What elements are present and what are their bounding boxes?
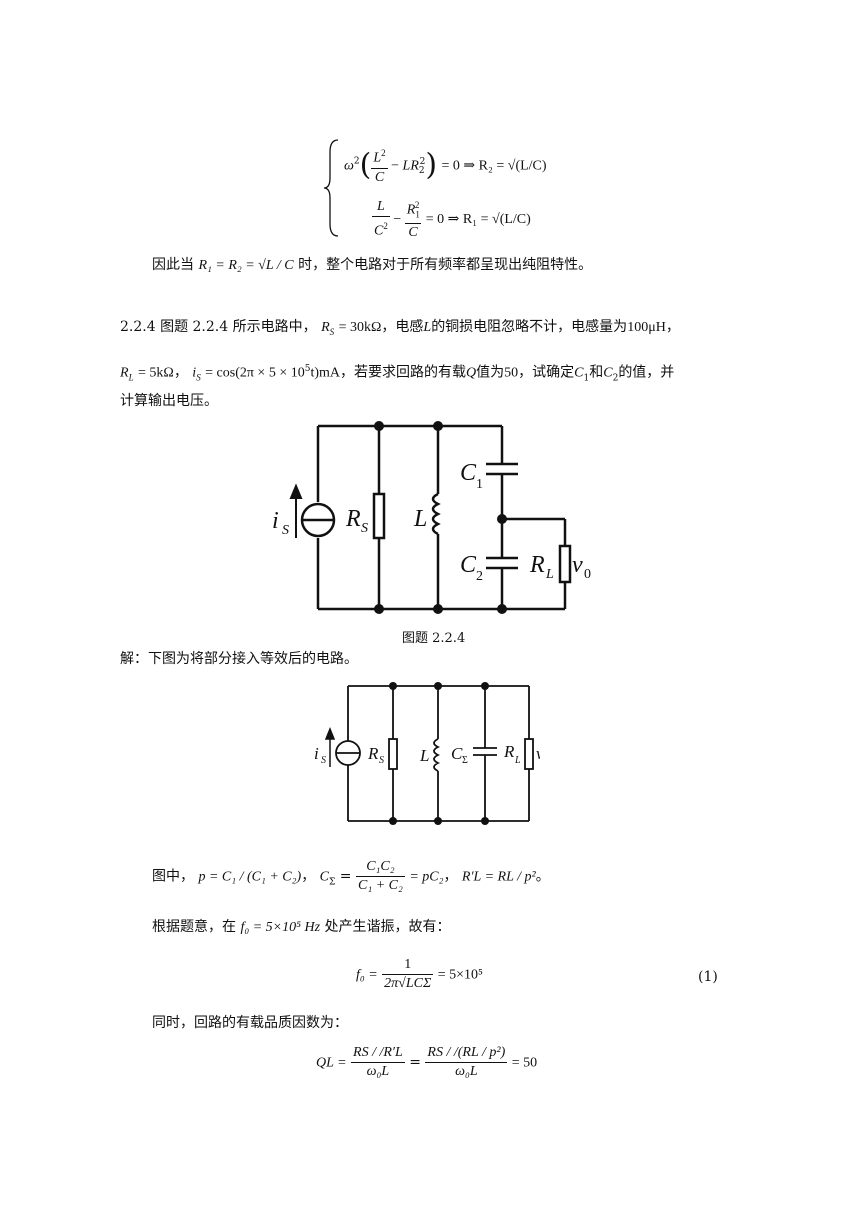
eq1-denominator: 2π√LCΣ [384, 976, 432, 991]
rl-prime-definition: R′L = RL / p² [461, 869, 536, 885]
rs-label-2: R [367, 744, 379, 763]
is-label-2: i [314, 744, 319, 763]
l-value: 100μH [627, 320, 666, 335]
problem-text-h: 的值，并 [618, 364, 675, 381]
eq-q-num1: RS / /R′L [351, 1044, 405, 1063]
eq1-rhs: = 5×10⁵ [437, 967, 483, 983]
rl-sub-label-2: L [514, 755, 521, 766]
cs-label-2: C [451, 744, 463, 763]
eq-q-den1: ω₀L [366, 1064, 390, 1079]
circuit-diagram-1: i S R S L C 1 C 2 R L v 0 [272, 421, 591, 614]
c2-sub-label: 2 [476, 569, 483, 584]
equation-1-tag: (1) [698, 969, 718, 985]
csigma-rhs: = pC₂ [409, 869, 444, 885]
problem-text-g: 和 [589, 364, 604, 381]
csigma-numerator: C₁C₂ [356, 858, 405, 877]
q-value: 50 [504, 365, 519, 381]
problem-text-a: 图题 2.2.4 所示电路中， [160, 319, 317, 335]
rl-symbol: R [120, 365, 129, 381]
cs-sub-label-2: Σ [462, 755, 468, 766]
circuit-diagram-2: i S R S L C Σ R L v [314, 682, 540, 825]
conclusion-prefix: 因此当 [152, 257, 194, 273]
is-sub-label-2: S [321, 755, 326, 766]
eq1-lhs: f₀ = [356, 967, 378, 983]
problem-line-2: RL = 5kΩ， iS = cos(2π × 5 × 105t)mA，若要求回… [120, 364, 675, 384]
eq-q-rhs: = 50 [511, 1055, 538, 1071]
problem-line-1: 2.2.4 图题 2.2.4 所示电路中， RS = 30kΩ，电感L的铜损电阻… [120, 319, 680, 337]
rs-sub-label-2: S [379, 755, 384, 766]
is-value-tail: t)mA [310, 365, 341, 381]
v0-sub-label: 0 [584, 567, 591, 582]
is-label: i [272, 508, 279, 534]
problem-text-c: 的铜损电阻忽略不计，电感量为 [431, 319, 628, 335]
rl-value: = 5kΩ [138, 365, 174, 381]
l-label-2: L [419, 746, 429, 765]
eq-q-num2: RS / /(RL / p²) [425, 1044, 508, 1063]
conclusion-suffix: 时，整个电路对于所有频率都呈现出纯阻特性。 [298, 257, 593, 273]
is-value: = cos(2π × 5 × 10 [205, 365, 305, 381]
problem-text-d: ，若要求回路的有载 [340, 364, 467, 381]
csigma-symbol: C [319, 869, 329, 885]
problem-text-f: ，试确定 [518, 364, 575, 381]
v0-label: v [572, 552, 583, 578]
resonance-prefix: 根据题意，在 [152, 919, 236, 935]
is-sub-label: S [282, 523, 289, 538]
c1-sub-label: 1 [476, 477, 483, 492]
rs-sub-label: S [361, 521, 368, 536]
resonance-line: 根据题意，在 f₀ = 5×10⁵ Hz 处产生谐振，故有： [152, 918, 450, 937]
defs-end: 。 [535, 868, 550, 885]
csigma-denominator: C₁ + C₂ [358, 878, 403, 893]
figure1-caption: 图题 2.2.4 [402, 631, 466, 646]
eq-line-2-rhs: = 0 ⇒ R₁ = √(L/C) [425, 212, 531, 228]
rl-label: R [529, 552, 545, 578]
f0-value: f₀ = 5×10⁵ Hz [240, 920, 321, 935]
rs-label: R [345, 506, 361, 532]
eq-line-1-rhs: = 0 ⇒ R₂ = √(L/C) [441, 158, 547, 174]
problem-line-3: 计算输出电压。 [120, 393, 218, 409]
eq1-numerator: 1 [382, 956, 434, 975]
p-definition: p = C₁ / (C₁ + C₂) [198, 869, 302, 885]
v0-label-2: v [536, 744, 540, 763]
problem-number: 2.2.4 [120, 319, 156, 335]
problem-text-b: ，电感 [381, 319, 424, 335]
l-label: L [413, 506, 427, 532]
rl-label-2: R [503, 742, 515, 761]
conclusion-line: 因此当 R₁ = R₂ = √L / C 时，整个电路对于所有频率都呈现出纯阻特… [152, 256, 592, 275]
rs-symbol: R [321, 320, 330, 335]
eq-q-lhs: QL = [316, 1055, 347, 1071]
is-symbol: i [192, 365, 197, 381]
left-brace [323, 139, 339, 237]
conclusion-condition: R₁ = R₂ = √L / C [198, 258, 294, 273]
solution-intro: 解：下图为将部分接入等效后的电路。 [120, 651, 358, 667]
problem-text-e: 值为 [476, 364, 505, 381]
resonance-suffix: 处产生谐振，故有： [324, 919, 451, 935]
rl-sub-label: L [545, 567, 554, 582]
c1-label: C [460, 460, 477, 486]
q-line: 同时，回路的有载品质因数为： [152, 1015, 348, 1031]
eq-q-den2: ω₀L [455, 1064, 478, 1079]
defs-prefix: 图中， [152, 868, 194, 885]
c2-label: C [460, 552, 477, 578]
rs-value: = 30kΩ [338, 320, 382, 335]
